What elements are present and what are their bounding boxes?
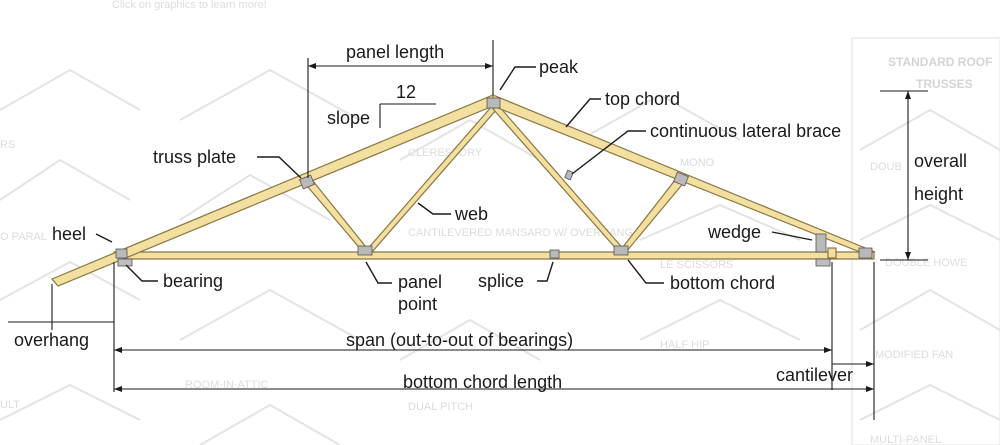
span-arrow-left xyxy=(114,347,122,353)
heel-label[interactable]: heel xyxy=(52,224,86,244)
bg-thumb-14 xyxy=(859,108,1000,151)
bg-thumb-9 xyxy=(399,118,541,161)
bg-label-partial-5: LE SCISSORS xyxy=(660,259,733,271)
truss-plate-left[interactable] xyxy=(299,174,315,190)
panel-length-label[interactable]: panel length xyxy=(346,42,444,62)
bg-label-partial-3: DOUB xyxy=(870,161,902,173)
bearing-leader xyxy=(125,264,158,282)
bg-label-room-in-attic: ROOM-IN-ATTIC xyxy=(185,379,269,391)
sidebar-panel xyxy=(851,37,1000,445)
bg-label-half-hip: HALF HIP xyxy=(660,339,710,351)
wedge-plate[interactable] xyxy=(815,233,827,253)
span-arrow-right xyxy=(824,347,832,353)
slope-label[interactable]: slope xyxy=(327,108,370,128)
bcl-arrow-left xyxy=(114,386,122,392)
wedge-block[interactable] xyxy=(827,247,837,259)
bearing-block-right[interactable] xyxy=(815,258,831,267)
bg-label-dual-pitch: DUAL PITCH xyxy=(408,401,473,413)
splice-plate[interactable] xyxy=(549,249,560,259)
heel-plate-left[interactable] xyxy=(115,248,128,259)
panel-point-leader xyxy=(365,261,392,284)
sidebar-title-line2: TRUSSES xyxy=(916,77,973,91)
wedge-label[interactable]: wedge xyxy=(707,222,761,242)
panel-point-label-line1[interactable]: panel xyxy=(398,272,442,292)
height-arrow-bottom xyxy=(905,252,911,260)
panel-length-arrow-right xyxy=(485,63,493,69)
bg-thumb-10 xyxy=(399,318,541,361)
heel-leader xyxy=(95,233,113,243)
bg-label-partial-4: ULT xyxy=(0,399,20,411)
bg-label-clerestory: CLERESTORY xyxy=(408,147,483,159)
bg-thumb-1 xyxy=(0,68,141,111)
panel-length-arrow-left xyxy=(308,63,316,69)
bg-thumb-4 xyxy=(0,383,141,421)
truss[interactable] xyxy=(51,94,876,287)
bg-label-partial-2: O PARAL xyxy=(0,231,47,243)
web-label[interactable]: web xyxy=(454,204,488,224)
top-chord-leader xyxy=(565,98,601,128)
peak-leader xyxy=(499,66,536,91)
overall-height-label-line2[interactable]: height xyxy=(914,184,963,204)
truss-plate-label[interactable]: truss plate xyxy=(153,147,236,167)
bottom-chord-label[interactable]: bottom chord xyxy=(670,273,775,293)
bg-thumb-8 xyxy=(199,403,341,445)
cantilever-label[interactable]: cantilever xyxy=(776,365,853,385)
bg-thumb-5 xyxy=(179,68,361,121)
overall-height-label-line1[interactable]: overall xyxy=(914,151,967,171)
bottom-chord-leader xyxy=(627,259,664,284)
cantilever-arrow xyxy=(866,361,874,367)
bearing-label[interactable]: bearing xyxy=(163,271,223,291)
bg-thumb-7 xyxy=(179,288,361,341)
labels: panel length peak 12 slope top chord con… xyxy=(14,42,967,392)
bg-label-modified-fan: MODIFIED FAN xyxy=(875,349,953,361)
bg-thumb-12 xyxy=(639,203,801,241)
bg-thumb-11 xyxy=(579,93,741,141)
web-member-2[interactable] xyxy=(301,175,372,253)
bottom-chord-member[interactable] xyxy=(113,251,875,260)
splice-leader xyxy=(537,261,554,282)
truss-plate-leader xyxy=(257,156,302,179)
bg-thumb-16 xyxy=(859,288,1000,331)
bg-label-partial-1: RS xyxy=(0,139,15,151)
span-label[interactable]: span (out-to-out of bearings) xyxy=(346,330,573,350)
bottom-chord-length-label[interactable]: bottom chord length xyxy=(403,372,562,392)
bcl-arrow-right xyxy=(866,386,874,392)
bg-thumb-17 xyxy=(859,383,1000,421)
height-arrow-top xyxy=(905,91,911,99)
bg-thumb-3 xyxy=(0,260,141,301)
web-member-4[interactable] xyxy=(617,174,687,253)
panel-point-plate-right[interactable] xyxy=(613,245,629,256)
splice-label[interactable]: splice xyxy=(478,271,524,291)
bg-label-cantilevered-mansard: CANTILEVERED MANSARD W/ OVERHANG xyxy=(408,227,633,239)
truss-plate-right[interactable] xyxy=(673,171,689,187)
web-leader xyxy=(417,202,451,215)
top-chord-label[interactable]: top chord xyxy=(605,89,680,109)
sidebar-title-line1: STANDARD ROOF xyxy=(888,55,992,69)
bg-label-multi-panel: MULTI-PANEL xyxy=(870,434,941,445)
bg-thumb-6 xyxy=(179,173,331,221)
slope-number-label: 12 xyxy=(396,82,416,102)
brace-plate[interactable] xyxy=(564,169,574,181)
brace-leader xyxy=(571,130,646,175)
leader-lines xyxy=(95,66,813,284)
bearing-block-left[interactable] xyxy=(117,258,133,267)
panel-point-plate[interactable] xyxy=(357,245,373,256)
dimensions xyxy=(8,40,928,420)
bg-label-partial-6: MONO xyxy=(680,157,715,169)
peak-plate[interactable] xyxy=(486,97,501,109)
overhang-label[interactable]: overhang xyxy=(14,330,89,350)
bg-thumb-15 xyxy=(859,203,1000,241)
bg-thumb-2 xyxy=(0,158,131,201)
instruction-text: Click on graphics to learn more! xyxy=(112,0,267,11)
bg-label-double-howe: DOUBLE HOWE xyxy=(885,257,968,269)
wedge-leader xyxy=(771,231,813,241)
peak-label[interactable]: peak xyxy=(539,57,579,77)
continuous-lateral-brace-label[interactable]: continuous lateral brace xyxy=(650,121,841,141)
panel-point-label-line2[interactable]: point xyxy=(398,294,437,314)
heel-plate-right[interactable] xyxy=(858,247,873,259)
bg-thumb-13 xyxy=(639,298,801,341)
